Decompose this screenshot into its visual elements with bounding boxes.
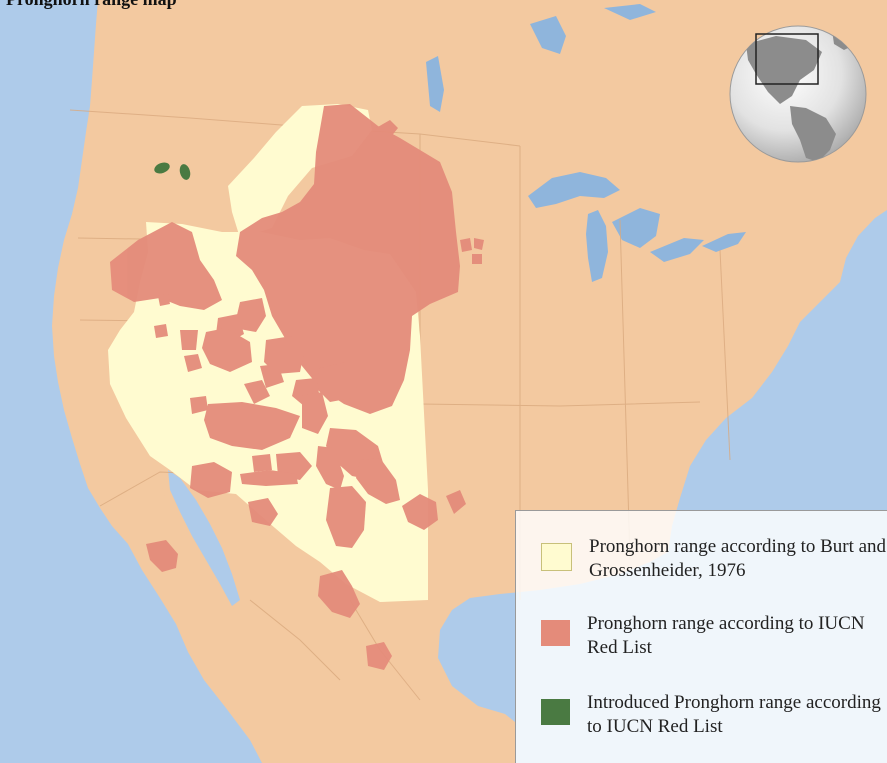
legend-item-iucn-range: Pronghorn range according to IUCN Red Li… — [541, 612, 887, 660]
legend-swatch-burt — [541, 543, 572, 571]
globe-focus-frame — [755, 33, 819, 85]
header-cutoff-text: Pronghorn range map — [6, 0, 177, 10]
legend-label-introduced: Introduced Pronghorn range according to … — [587, 692, 881, 737]
iucn-range — [110, 104, 484, 670]
globe-locator-icon — [729, 25, 867, 163]
great-lakes — [426, 4, 746, 282]
legend-item-introduced-range: Introduced Pronghorn range according to … — [541, 691, 887, 739]
legend-swatch-introduced — [541, 699, 570, 725]
legend-swatch-iucn — [541, 620, 570, 646]
legend-label-iucn: Pronghorn range according to IUCN Red Li… — [587, 613, 865, 658]
legend-item-burt-range: Pronghorn range according to Burt and Gr… — [541, 535, 887, 583]
baja-peninsula — [144, 470, 228, 660]
introduced-range — [154, 162, 191, 180]
gulf-of-california — [168, 470, 240, 606]
legend: Pronghorn range according to Burt and Gr… — [515, 510, 887, 763]
legend-label-burt: Pronghorn range according to Burt and Gr… — [589, 536, 887, 581]
